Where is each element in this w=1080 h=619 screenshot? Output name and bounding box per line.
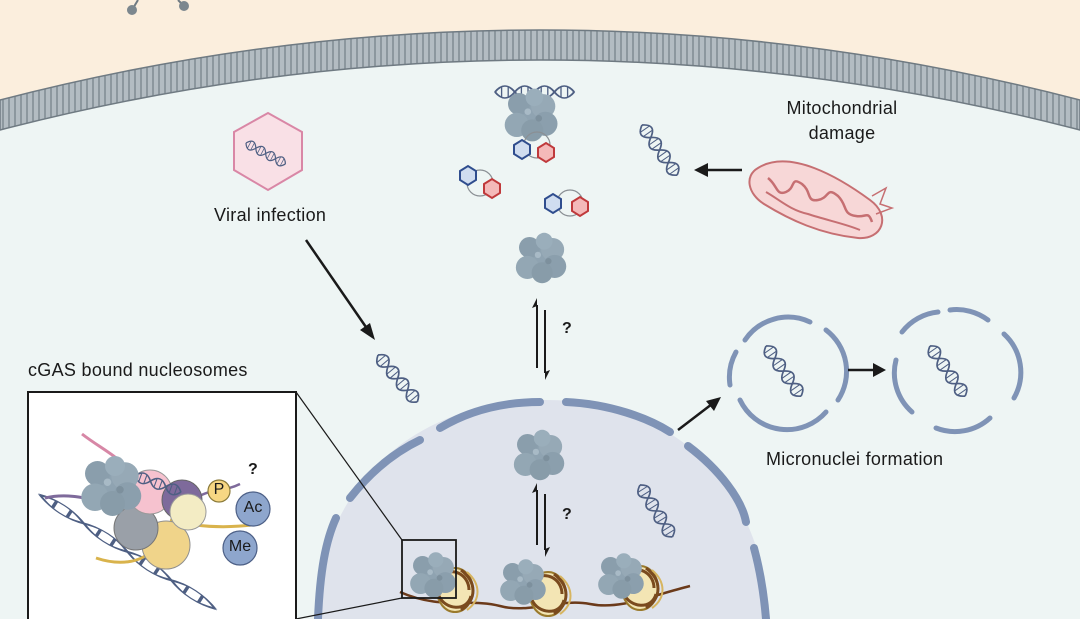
cgas-on-nucleosome-icon [500,559,546,605]
viral-infection-label: Viral infection [214,205,327,225]
methylation-label: Me [228,538,252,555]
cgamp-icon [544,189,589,218]
inset-panel [27,391,297,619]
question-mark: ? [248,461,258,478]
micronucleus-intact-icon [726,314,850,433]
cgas-free-icon [515,232,567,284]
virus-icon [233,111,303,192]
mitochondrial-damage-label: Mitochondrial damage [786,98,898,143]
micronucleus-ruptured-icon [891,307,1024,435]
mitochondrion-icon [748,160,895,240]
cgamp-icon [459,164,501,200]
acetylation-label: Ac [243,499,263,516]
equilibrium-arrow-top [532,298,550,380]
zoom-guide-line [295,391,403,541]
mito-arrow [694,163,742,177]
cgas-dna-complex-icon [493,84,576,164]
cgas-on-nucleosome-icon [598,553,644,599]
question-mark: ? [562,506,572,523]
zoom-box [401,539,457,599]
cell-membrane [0,29,1080,131]
zoom-guide-line [295,597,403,619]
micronuclei-formation-label: Micronuclei formation [766,449,944,469]
nucleus-to-micronuclei-arrow [677,397,721,431]
nuclear-cgas-icon [513,429,565,481]
question-mark: ? [562,320,572,337]
phosphorylation-label: P [213,481,225,498]
viral-arrow [304,239,375,340]
equilibrium-arrow-bottom [532,483,550,557]
cgas-bound-nucleosomes-label: cGAS bound nucleosomes [28,360,248,380]
cgas-on-nucleosome-icon [410,552,456,598]
ligand-icons [127,0,189,15]
micronuclei-arrow [848,363,886,377]
